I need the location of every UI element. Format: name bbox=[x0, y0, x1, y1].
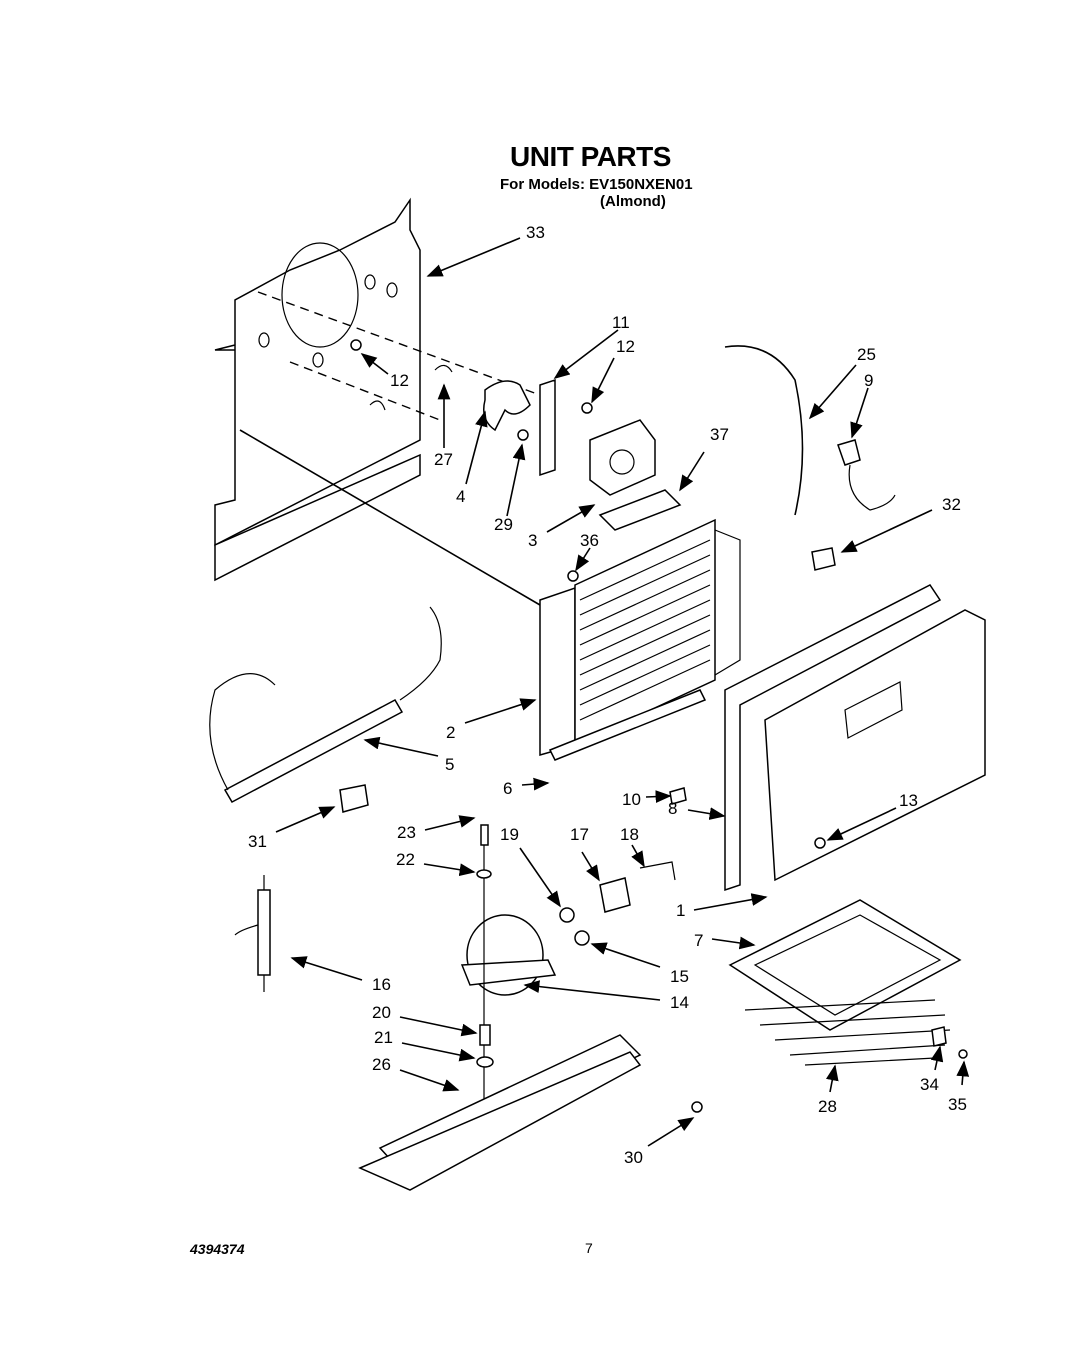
callout-18: 18 bbox=[620, 825, 639, 844]
callout-19: 19 bbox=[500, 825, 519, 844]
callout-21: 21 bbox=[374, 1028, 393, 1047]
model-color: (Almond) bbox=[600, 193, 666, 210]
liner-8 bbox=[724, 584, 942, 892]
callout-26: 26 bbox=[372, 1055, 391, 1074]
callout-2: 2 bbox=[446, 723, 455, 742]
grommet-21 bbox=[476, 1056, 494, 1068]
washer-22 bbox=[476, 869, 492, 879]
drier-16 bbox=[234, 875, 271, 992]
capillary-32 bbox=[811, 547, 836, 571]
compressor bbox=[460, 914, 557, 996]
callout-37: 37 bbox=[710, 425, 729, 444]
clip-18 bbox=[639, 861, 676, 881]
model-number: For Models: EV150NXEN01 bbox=[500, 176, 693, 193]
callout-12: 12 bbox=[390, 371, 409, 390]
relay-31 bbox=[339, 784, 369, 813]
defrost-heater bbox=[209, 606, 442, 803]
screw-36 bbox=[567, 570, 579, 582]
callout-34: 34 bbox=[920, 1075, 939, 1094]
callout-28: 28 bbox=[818, 1097, 837, 1116]
callout-16: 16 bbox=[372, 975, 391, 994]
callout-29: 29 bbox=[494, 515, 513, 534]
callout-5: 5 bbox=[445, 755, 454, 774]
callout-13: 13 bbox=[899, 791, 918, 810]
sleeve-20 bbox=[479, 1024, 491, 1046]
callout-17: 17 bbox=[570, 825, 589, 844]
condenser-28 bbox=[744, 999, 951, 1066]
callout-11: 11 bbox=[612, 313, 630, 332]
callout-9: 9 bbox=[864, 371, 873, 390]
callout-4: 4 bbox=[456, 487, 465, 506]
motor-bracket bbox=[539, 378, 556, 477]
callout-12: 12 bbox=[616, 337, 635, 356]
compressor-base bbox=[358, 1034, 642, 1191]
callout-25: 25 bbox=[857, 345, 876, 364]
callout-35: 35 bbox=[948, 1095, 967, 1114]
callout-20: 20 bbox=[372, 1003, 391, 1022]
fan-motor bbox=[589, 419, 656, 496]
rear-panel bbox=[214, 197, 421, 582]
callout-15: 15 bbox=[670, 967, 689, 986]
fan-blade bbox=[483, 380, 531, 432]
rail-6 bbox=[548, 689, 707, 761]
callout-22: 22 bbox=[396, 850, 415, 869]
callout-7: 7 bbox=[694, 931, 703, 950]
screw-12a bbox=[350, 339, 362, 351]
thermostat bbox=[837, 439, 896, 511]
callout-10: 10 bbox=[622, 790, 641, 809]
callout-30: 30 bbox=[624, 1148, 643, 1167]
callout-8: 8 bbox=[668, 799, 677, 818]
callout-1: 1 bbox=[676, 901, 685, 920]
callout-33: 33 bbox=[526, 223, 545, 242]
page-title: UNIT PARTS bbox=[510, 141, 671, 172]
callout-3: 3 bbox=[528, 531, 537, 550]
evaporator bbox=[539, 518, 741, 756]
screw-29 bbox=[517, 429, 529, 441]
screw-13 bbox=[814, 837, 826, 849]
bolt-23 bbox=[480, 824, 489, 846]
clip-34 bbox=[931, 1026, 947, 1047]
clip-27 bbox=[369, 364, 453, 411]
nut-35 bbox=[958, 1049, 968, 1059]
callout-23: 23 bbox=[397, 823, 416, 842]
screw-30 bbox=[691, 1101, 703, 1113]
callout-27: 27 bbox=[434, 450, 453, 469]
callout-31: 31 bbox=[248, 832, 267, 851]
callout-14: 14 bbox=[670, 993, 689, 1012]
evaporator-cover bbox=[764, 609, 986, 882]
callout-36: 36 bbox=[580, 531, 599, 550]
screw-12b bbox=[581, 402, 593, 414]
drain-pan bbox=[728, 899, 962, 1031]
drip-tray-37 bbox=[598, 489, 682, 531]
overload-17 bbox=[599, 877, 631, 913]
grommet-19 bbox=[559, 907, 575, 923]
page-number: 7 bbox=[585, 1240, 593, 1256]
relay-15 bbox=[574, 930, 590, 946]
callout-6: 6 bbox=[503, 779, 512, 798]
drain-tube bbox=[724, 345, 804, 516]
callout-32: 32 bbox=[942, 495, 961, 514]
document-number: 4394374 bbox=[190, 1241, 245, 1257]
